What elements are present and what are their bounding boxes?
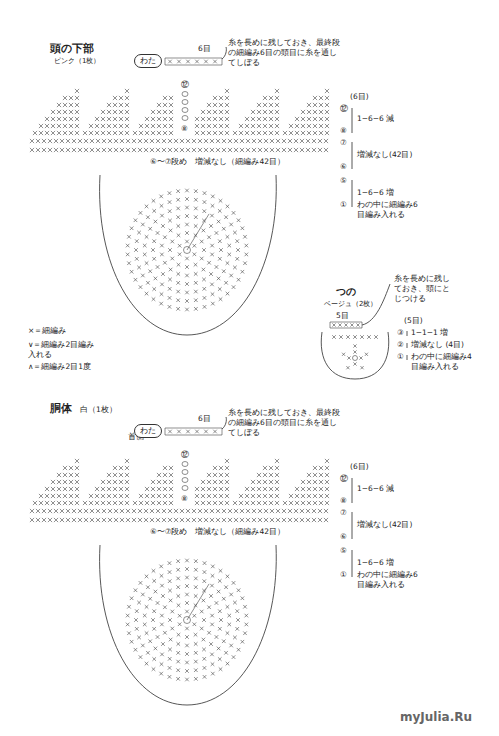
instruction-note: 糸を長めに残しておき、頭にとじつける — [394, 274, 452, 303]
leader-line — [222, 417, 226, 429]
row-note: わの中に細編み4目編み入れる — [411, 352, 473, 372]
row-number: ⑦ — [340, 508, 347, 518]
symbol-key: ∨＝細編み2目編み入れる — [28, 340, 100, 360]
row-note: わの中に細編み6目編み入れる — [357, 570, 421, 590]
row-bracket — [407, 331, 408, 360]
part-title: 胴体 — [50, 402, 72, 416]
stitch-marks — [330, 322, 378, 369]
row-note: 増減なし(42目) — [357, 520, 412, 530]
symbol-key: ∧＝細編み2目1度 — [28, 362, 118, 372]
row-number: ⑤ — [340, 176, 347, 186]
chain-stitch — [182, 478, 188, 483]
row-number: ⑫ — [181, 450, 189, 460]
watermark: myJulia.Ru — [400, 710, 472, 726]
row-number: ⑥ — [340, 532, 347, 542]
row-number: ⑧ — [340, 496, 347, 506]
row-note: 1−1−1 増 — [411, 328, 448, 338]
magic-ring — [353, 356, 358, 361]
row-number: ① — [397, 352, 404, 362]
stitch-marks — [30, 428, 329, 681]
row-number: ⑫ — [340, 104, 348, 114]
row-number: ⑤ — [340, 546, 347, 556]
stitch-marks — [30, 58, 329, 311]
row-note: 1−6−6 増 — [357, 188, 394, 198]
chain-stitch — [182, 462, 188, 467]
row-number: ⑧ — [340, 126, 347, 136]
part-title: 頭の下部 — [50, 42, 94, 56]
node-text: わた — [140, 426, 156, 435]
yarn-note: 白（1枚） — [80, 405, 117, 415]
yarn-note: ピンク（1枚） — [54, 57, 100, 66]
part-title: つの — [336, 286, 356, 298]
chain-stitch — [182, 470, 188, 475]
symbol-key: ×＝細編み — [28, 326, 118, 336]
stitch-count: 5目 — [336, 311, 349, 321]
row-number: ① — [340, 570, 347, 580]
chain-stitch — [182, 486, 188, 491]
chain-stitch — [182, 100, 188, 105]
row-note: 増減なし(42目) — [357, 150, 412, 160]
row-bracket — [352, 478, 353, 577]
node-text: わた — [140, 56, 156, 65]
instruction-note: 糸を長めに残しておき、最終段の細編み6目の頭目に糸を通してしぼる — [228, 38, 340, 67]
instruction-note: 糸を長めに残しておき、最終段の細編み6目の頭目に糸を通してしぼる — [228, 408, 340, 437]
chain-stitch — [182, 92, 188, 97]
chain-stitch — [182, 108, 188, 113]
row-number: ⑧ — [181, 494, 188, 504]
piece-outline — [100, 545, 277, 705]
row-number: ⑦ — [340, 138, 347, 148]
row-note: 増減なし (4目) — [411, 340, 464, 350]
row-number: ⑫ — [340, 474, 348, 484]
stuffing-box: わた — [134, 424, 162, 438]
stitch-count: (6目) — [350, 462, 369, 472]
row-bracket — [352, 108, 353, 207]
stitch-count: 6目 — [198, 44, 211, 54]
stitch-count: (6目) — [350, 92, 369, 102]
row-number: ② — [397, 340, 404, 350]
piece-outline — [321, 332, 389, 379]
row-number: ⑧ — [181, 124, 188, 134]
stuffing-box: わた — [134, 54, 162, 68]
stitch-count: 6目 — [198, 414, 211, 424]
piece-outline — [100, 175, 277, 335]
magic-ring — [184, 617, 191, 624]
chain-stitch — [182, 116, 188, 121]
leader-line — [222, 47, 226, 59]
row-note: 1−6−6 増 — [357, 558, 394, 568]
row-number: ① — [340, 200, 347, 210]
stitch-count: (5目) — [404, 316, 423, 326]
row-number: ⑫ — [181, 80, 189, 90]
row-number: ③ — [397, 328, 404, 338]
row-note: ⑥〜⑦段め 増減なし（細編み42目） — [150, 527, 285, 537]
magic-ring — [184, 247, 191, 254]
row-note: 1−6−6 減 — [357, 114, 394, 124]
row-number: ⑥ — [340, 162, 347, 172]
row-note: わの中に細編み6目編み入れる — [357, 200, 421, 220]
row-note: ⑥〜⑦段め 増減なし（細編み42目） — [150, 157, 285, 167]
row-note: 1−6−6 減 — [357, 484, 394, 494]
yarn-note: ベージュ（2枚） — [324, 300, 377, 309]
